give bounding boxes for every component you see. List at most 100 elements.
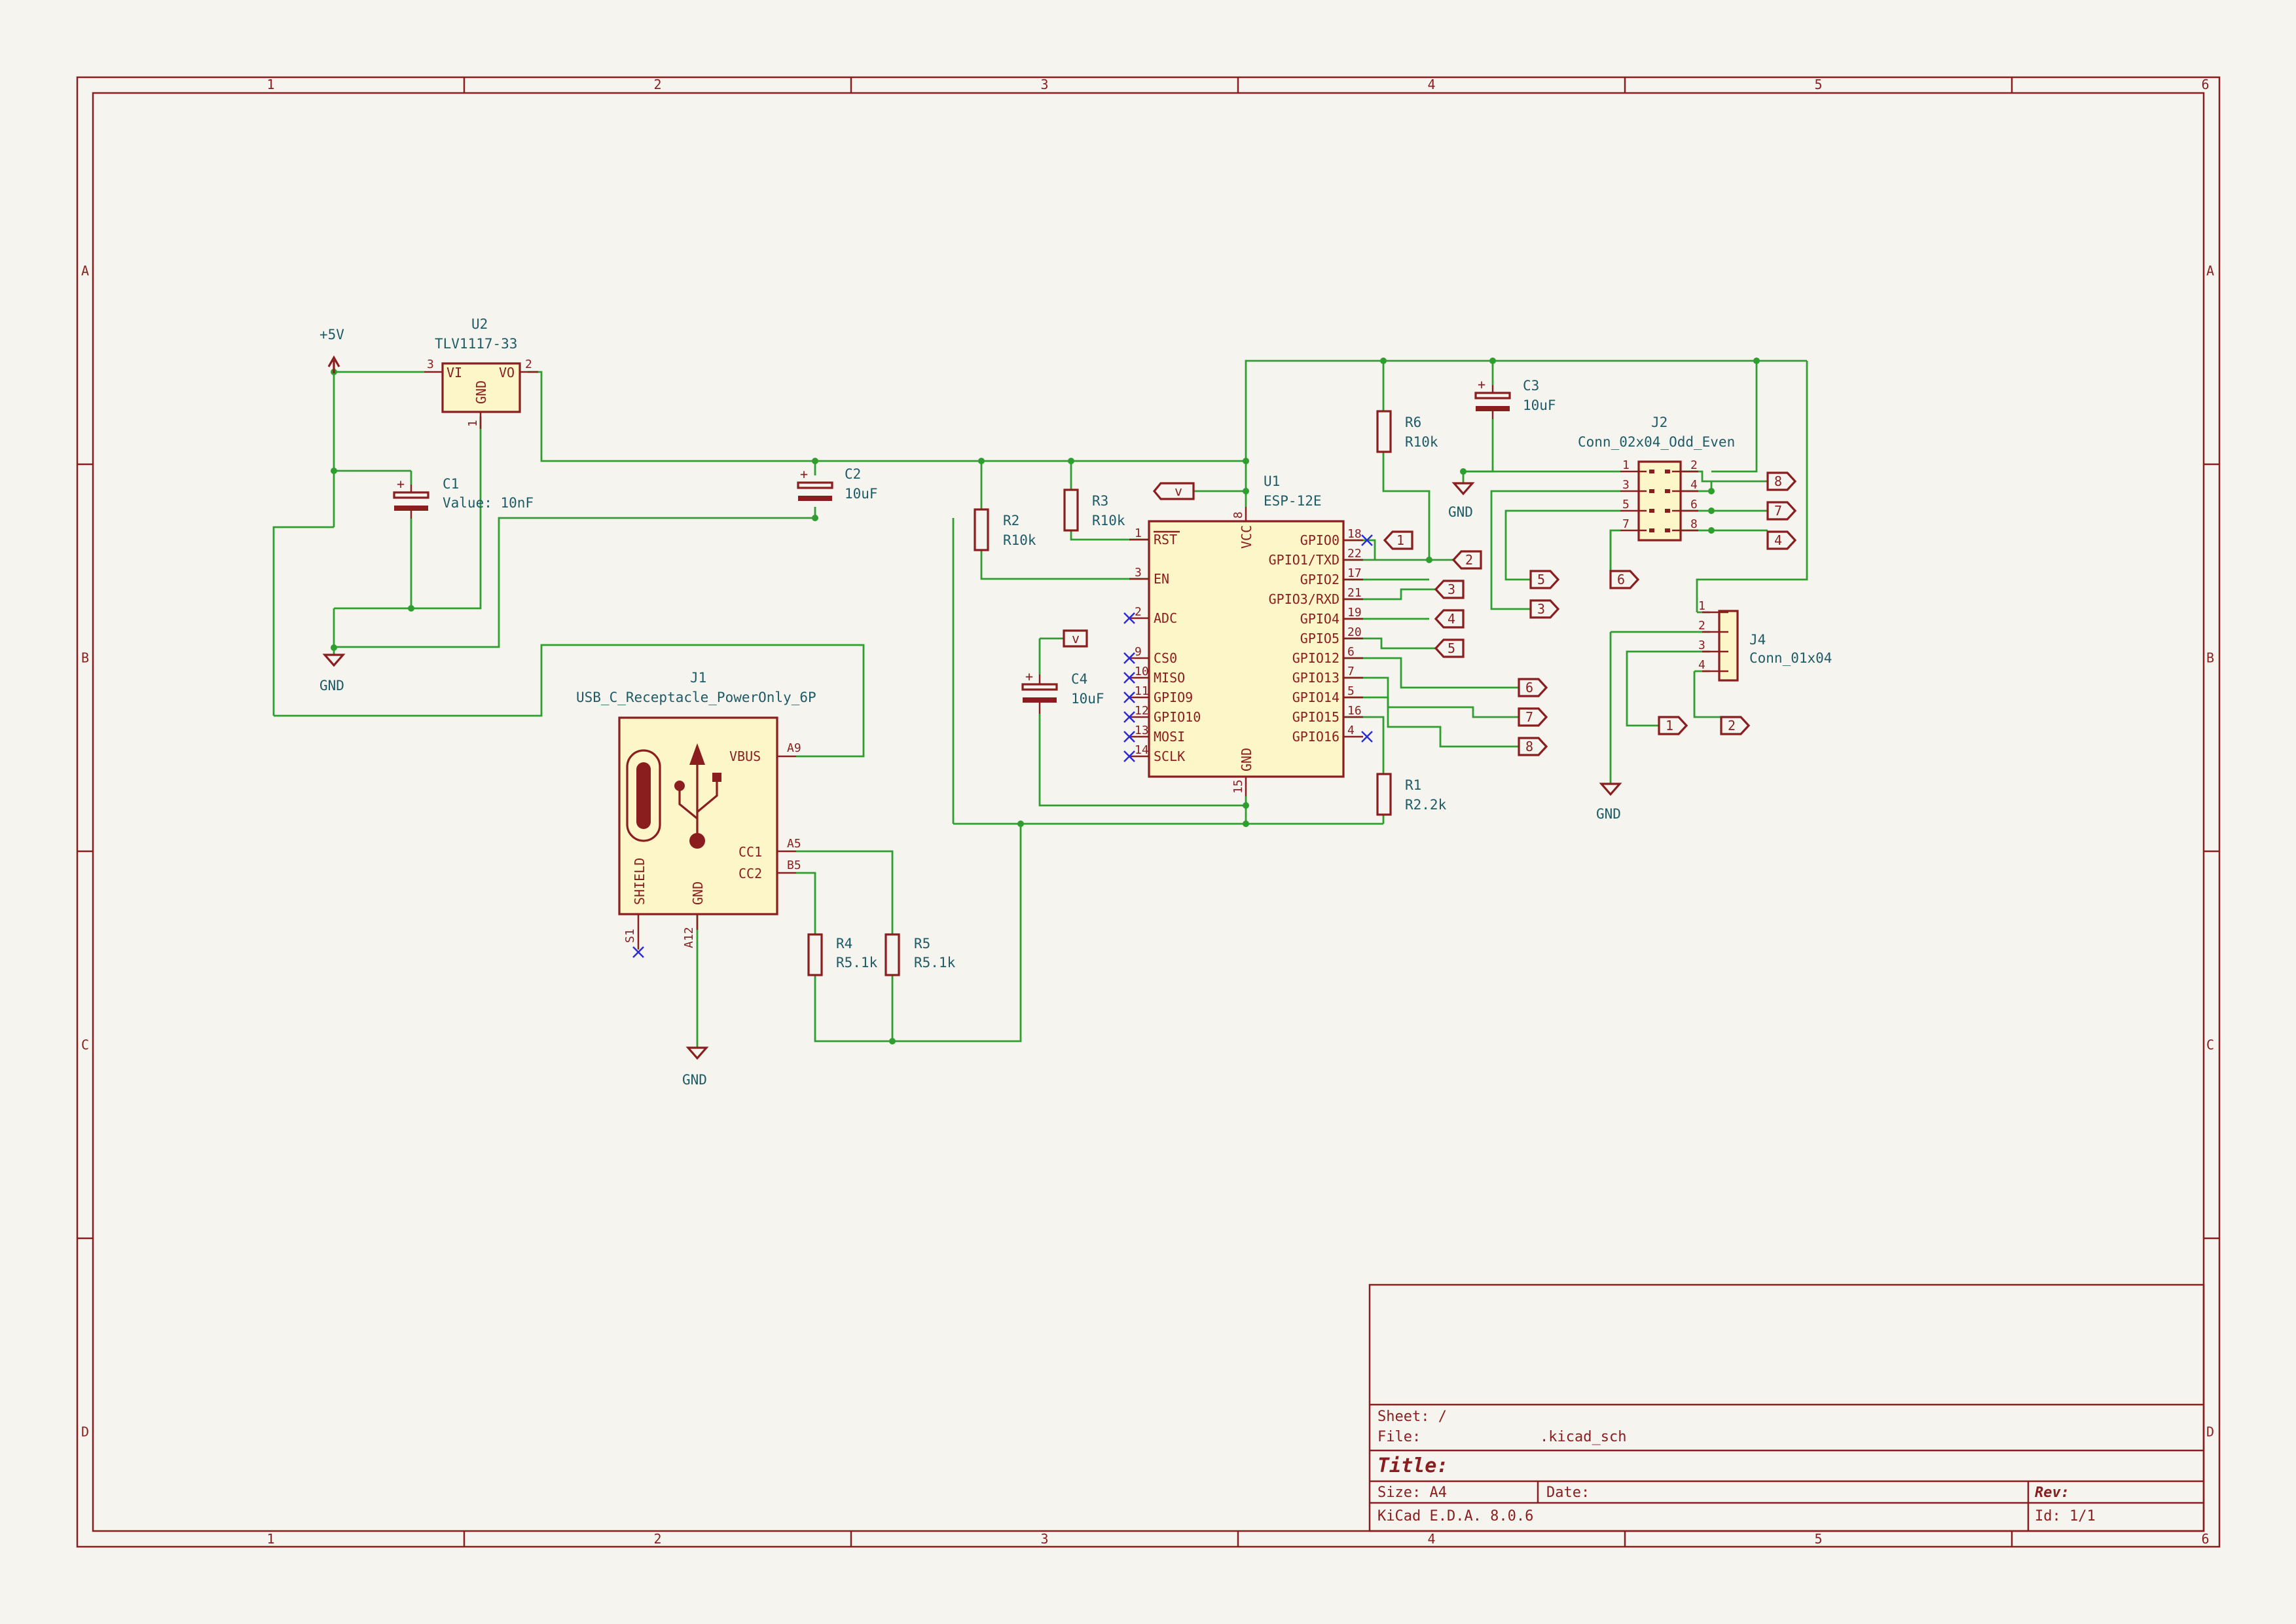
u1-pin-name-gpio2: GPIO2 <box>1300 572 1339 587</box>
tb-date: Date: <box>1546 1485 1590 1501</box>
u1-pin-name-gpio9: GPIO9 <box>1154 690 1193 705</box>
svg-text:R3: R3 <box>1092 493 1108 509</box>
net-label-1-0: 1 <box>1383 530 1413 550</box>
j2-pin-1: 1 <box>1622 458 1630 472</box>
u1-pin-num-3: 3 <box>1135 566 1142 580</box>
u1-pin-name-gpio3-rxd: GPIO3/RXD <box>1269 591 1339 607</box>
usb-trident-icon <box>674 743 721 849</box>
j4-pin-2: 2 <box>1698 619 1705 633</box>
u1-pin-num-6: 6 <box>1347 645 1355 659</box>
tb-size: Size: A4 <box>1377 1485 1447 1501</box>
zone-col-top-6: 6 <box>2202 77 2210 92</box>
net-label-text: 4 <box>1774 532 1782 548</box>
u1-pin-num-12: 12 <box>1135 704 1149 718</box>
j2-pin-5: 5 <box>1622 498 1630 511</box>
regulator-u2: U2 TLV1117-33 VI VO GND 3 2 1 <box>424 316 538 429</box>
svg-text:J2: J2 <box>1651 415 1667 430</box>
svg-text:R10k: R10k <box>1003 532 1036 548</box>
tb-id: Id: 1/1 <box>2035 1508 2096 1524</box>
net-label-text: 5 <box>1448 640 1455 656</box>
j2-pin-7: 7 <box>1622 517 1630 531</box>
svg-text:3: 3 <box>427 358 434 371</box>
capacitor-c1: + C1 Value: 10nF <box>393 476 534 519</box>
net-label-text: 5 <box>1537 572 1545 587</box>
no-connect-u1-right-1 <box>1361 731 1373 743</box>
svg-text:A12: A12 <box>682 927 696 948</box>
svg-text:R10k: R10k <box>1092 513 1125 528</box>
net-label-3-12: 3 <box>1529 599 1560 619</box>
svg-text:C4: C4 <box>1071 671 1087 687</box>
net-label-v-2: v <box>1063 629 1088 648</box>
net-label-text: 2 <box>1728 718 1736 733</box>
tb-file-label: File: <box>1377 1429 1421 1445</box>
svg-text:GND: GND <box>1448 504 1473 520</box>
tb-title: Title: <box>1377 1454 1448 1477</box>
svg-text:8: 8 <box>1231 511 1245 519</box>
svg-text:CC2: CC2 <box>738 866 762 881</box>
svg-text:GND: GND <box>1596 806 1621 822</box>
net-label-8-8: 8 <box>1766 471 1797 491</box>
net-label-v-1: v <box>1152 482 1195 500</box>
resistor-r2: R2 R10k <box>974 508 1036 551</box>
u1-pin-name-gpio4: GPIO4 <box>1300 611 1339 627</box>
zone-col-bottom-3: 3 <box>1041 1531 1049 1547</box>
svg-text:C3: C3 <box>1523 378 1539 394</box>
zone-col-bottom-2: 2 <box>654 1531 662 1547</box>
zone-col-top-2: 2 <box>654 77 662 92</box>
net-label-8-7: 8 <box>1518 737 1548 756</box>
net-label-text: 3 <box>1448 581 1455 597</box>
svg-text:A9: A9 <box>787 741 801 755</box>
svg-text:GND: GND <box>690 881 706 905</box>
net-label-7-6: 7 <box>1518 707 1548 727</box>
tb-file-value: .kicad_sch <box>1540 1429 1626 1445</box>
svg-text:+: + <box>1025 669 1033 684</box>
svg-text:+: + <box>800 466 808 482</box>
zone-col-top-1: 1 <box>267 77 275 92</box>
net-label-text: 1 <box>1396 532 1404 548</box>
net-label-text: 8 <box>1525 739 1533 754</box>
svg-text:VBUS: VBUS <box>729 748 761 764</box>
tb-tool: KiCad E.D.A. 8.0.6 <box>1377 1508 1533 1524</box>
u1-pin-num-4: 4 <box>1347 724 1355 737</box>
svg-text:R5.1k: R5.1k <box>914 955 956 970</box>
svg-text:C2: C2 <box>845 466 861 482</box>
zone-col-bottom-1: 1 <box>267 1531 275 1547</box>
junctions <box>331 358 1760 1044</box>
svg-text:GND: GND <box>1239 748 1254 771</box>
svg-text:C1: C1 <box>443 476 459 492</box>
net-label-2-15: 2 <box>1720 716 1751 735</box>
no-connect-u1-11 <box>1123 692 1135 703</box>
usb-c-port-icon <box>626 749 661 842</box>
svg-text:R1: R1 <box>1405 777 1421 793</box>
u1-pin-num-5: 5 <box>1347 684 1355 698</box>
tb-rev: Rev: <box>2035 1485 2069 1501</box>
u1-pin-num-20: 20 <box>1347 625 1362 639</box>
no-connect-u1-10 <box>1123 672 1135 684</box>
title-block: Sheet: / File: .kicad_sch Title: Size: A… <box>1368 1283 2205 1532</box>
u1-pin-name-gpio12: GPIO12 <box>1292 650 1339 666</box>
svg-text:1: 1 <box>466 420 480 427</box>
u1-pin-name-adc: ADC <box>1154 610 1177 626</box>
svg-text:GND: GND <box>319 678 344 693</box>
no-connect-s1 <box>632 946 644 958</box>
resistor-r6: R6 R10k <box>1376 410 1438 453</box>
svg-text:ESP-12E: ESP-12E <box>1264 493 1322 509</box>
svg-text:v: v <box>1175 483 1182 499</box>
u1-pin-num-10: 10 <box>1135 665 1149 678</box>
net-label-text: 4 <box>1448 611 1455 627</box>
svg-text:2: 2 <box>525 358 532 371</box>
svg-text:J4: J4 <box>1749 632 1766 648</box>
ground-symbol-3: GND <box>1448 482 1475 520</box>
net-label-text: 6 <box>1525 680 1533 695</box>
svg-text:+: + <box>1478 377 1485 392</box>
svg-text:+5V: +5V <box>319 327 344 342</box>
zone-row-left-D: D <box>81 1424 89 1440</box>
zone-row-left-B: B <box>81 650 89 666</box>
u1-pin-name-miso: MISO <box>1154 670 1185 686</box>
no-connect-u1-13 <box>1123 731 1135 743</box>
no-connect-u1-12 <box>1123 711 1135 723</box>
svg-text:Value: 10nF: Value: 10nF <box>443 495 534 511</box>
